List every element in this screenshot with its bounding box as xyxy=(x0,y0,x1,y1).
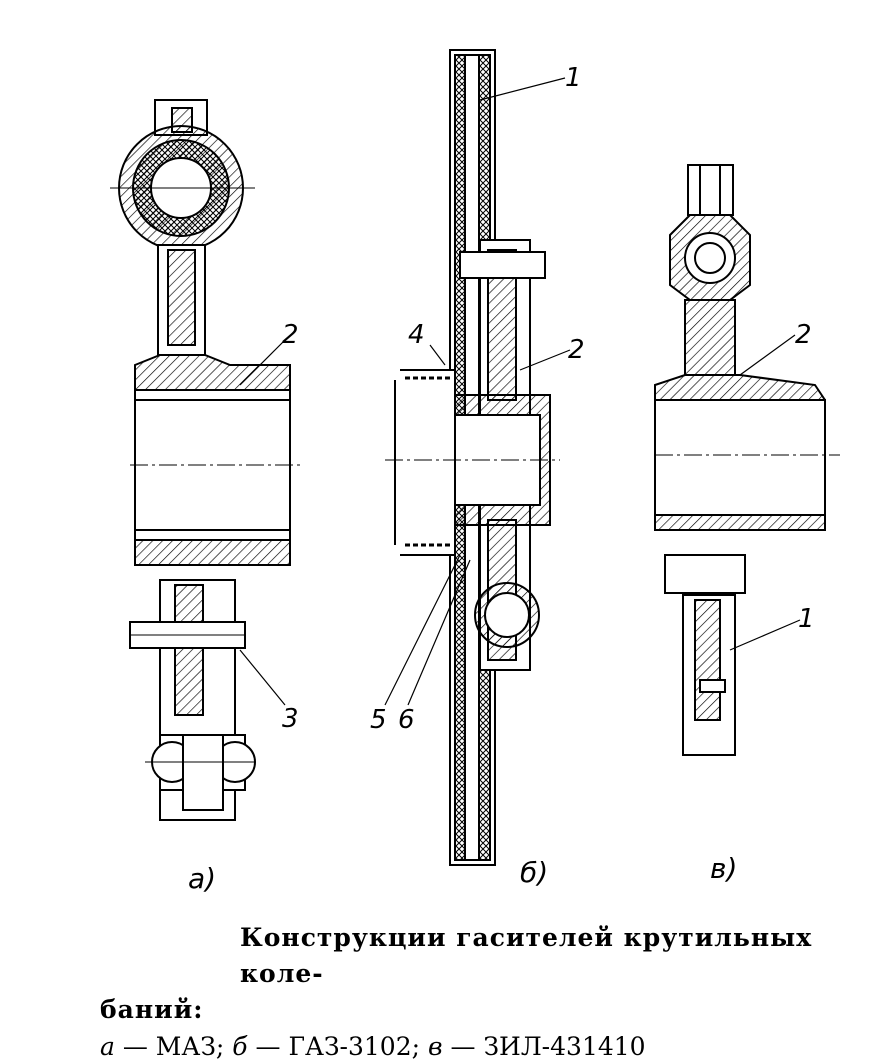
legend-letter-c: в xyxy=(427,1032,443,1061)
caption-title: Конструкции гасителей крутильных коле- б… xyxy=(100,920,860,1028)
callout-b-6: 6 xyxy=(398,705,415,735)
callout-a-3: 3 xyxy=(282,704,299,734)
sublabel-a: а) xyxy=(188,862,216,895)
legend-text-a: — МАЗ; xyxy=(122,1032,225,1061)
callout-c-2: 2 xyxy=(795,320,812,350)
legend-text-c: — ЗИЛ-431410 xyxy=(450,1032,646,1061)
figure-caption: Конструкции гасителей крутильных коле- б… xyxy=(100,920,860,1064)
caption-title-line2: баний: xyxy=(100,995,204,1024)
callout-c-1: 1 xyxy=(798,604,815,634)
drawing-c-zil431410 xyxy=(654,164,840,756)
sublabel-b: б) xyxy=(520,856,548,889)
drawing-a-maz xyxy=(110,99,300,821)
callout-b-4: 4 xyxy=(408,320,425,350)
caption-legend: а — МАЗ; б — ГАЗ-3102; в — ЗИЛ-431410 xyxy=(100,1030,860,1064)
callout-b-2: 2 xyxy=(568,335,585,365)
legend-letter-b: б xyxy=(232,1032,248,1061)
legend-letter-a: а xyxy=(100,1032,115,1061)
callout-a-2: 2 xyxy=(282,320,299,350)
drawing-b-gaz3102 xyxy=(384,49,571,866)
legend-text-b: — ГАЗ-3102; xyxy=(255,1032,421,1061)
callout-b-1: 1 xyxy=(565,63,582,93)
callout-b-5: 5 xyxy=(370,705,387,735)
caption-title-line1: Конструкции гасителей крутильных коле- xyxy=(240,923,813,988)
sublabel-c: в) xyxy=(710,852,737,885)
